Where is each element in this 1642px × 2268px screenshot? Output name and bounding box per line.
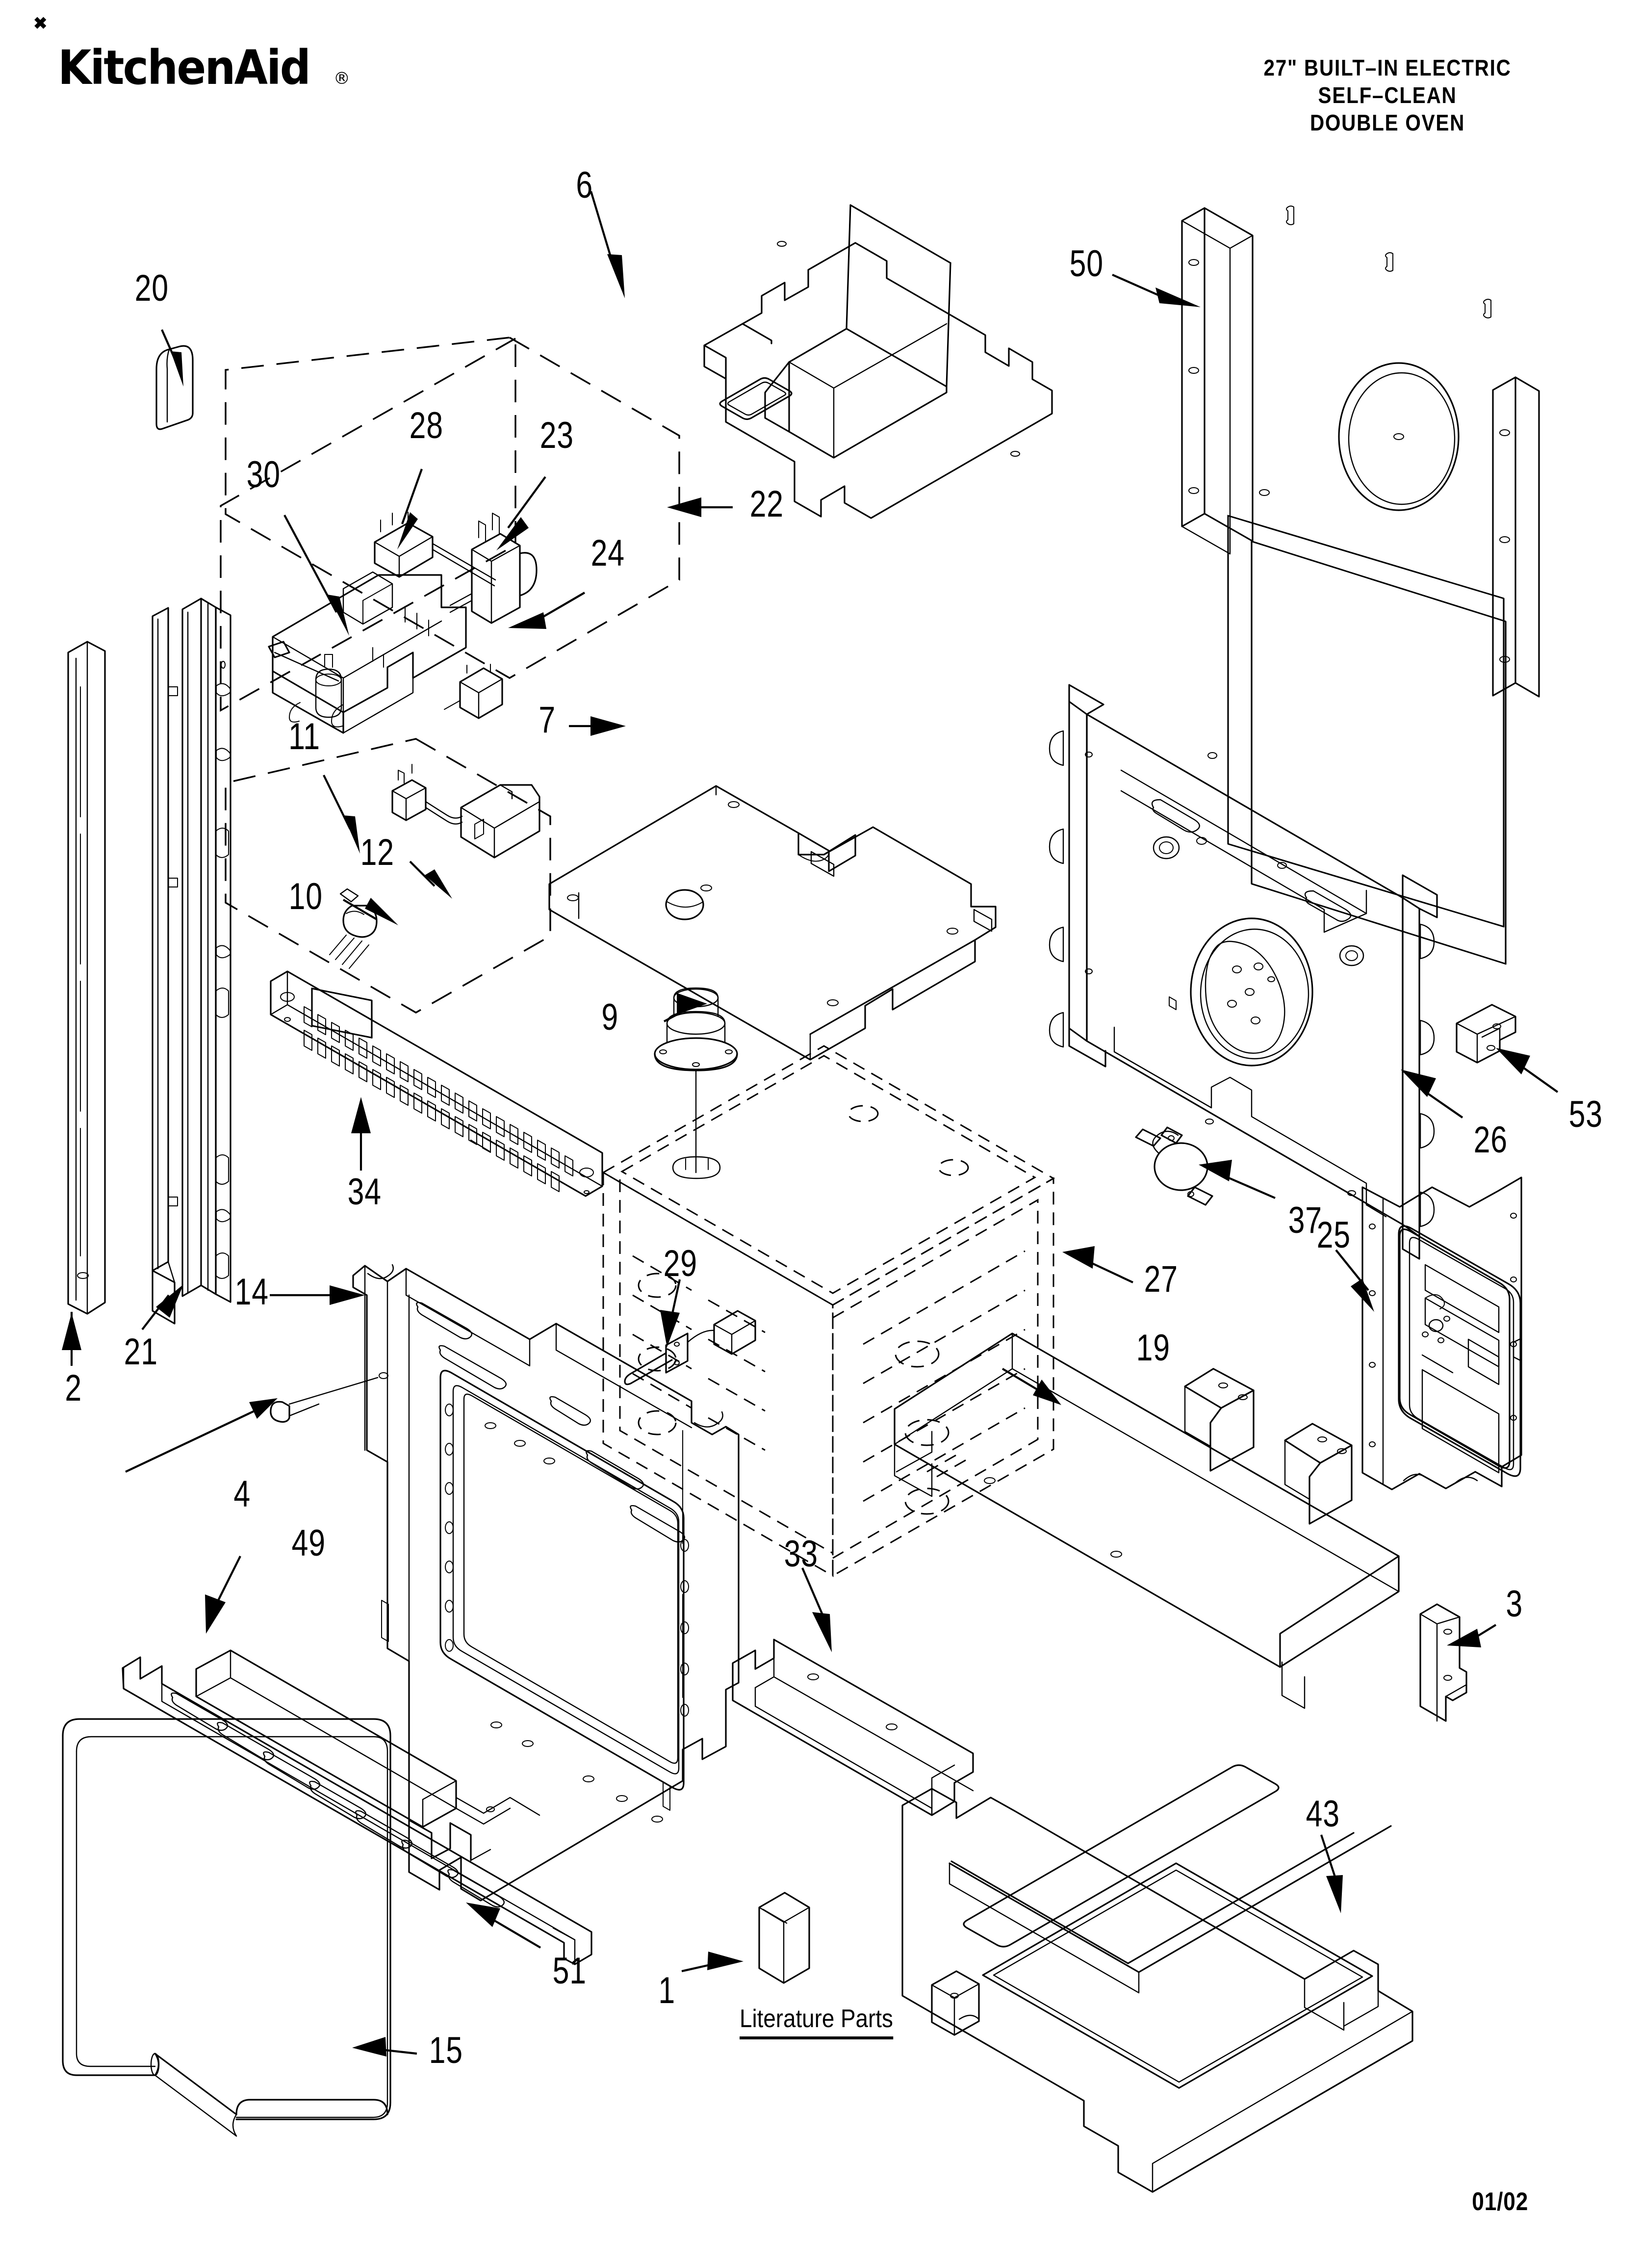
registered-trademark-icon: ®: [333, 69, 350, 88]
date-stamp: 01/02: [1472, 2188, 1528, 2216]
part-3-angle-bracket-small: [1419, 1603, 1467, 1722]
part-30-latch-motor-bracket: [268, 571, 467, 734]
callout-2: 2: [65, 1367, 82, 1409]
callout-30: 30: [246, 454, 281, 495]
callout-10: 10: [288, 876, 323, 917]
part-53-clip-bracket: [1456, 1004, 1516, 1064]
part-14-front-frame: [352, 1264, 740, 1902]
registration-mark: ✖: [33, 14, 48, 33]
callout-7: 7: [539, 699, 556, 741]
callout-37: 37: [1288, 1199, 1322, 1241]
part-23-thermostat-switch: [449, 513, 538, 624]
part-6-top-panel: [703, 204, 1053, 519]
callout-26: 26: [1473, 1119, 1508, 1161]
part-20-end-cap: [155, 345, 194, 430]
callout-3: 3: [1506, 1583, 1523, 1625]
title-line-3: DOUBLE OVEN: [1309, 110, 1465, 136]
part-26-rear-panel: [1049, 684, 1438, 1260]
callout-15: 15: [429, 2030, 463, 2071]
callout-27: 27: [1144, 1258, 1178, 1300]
callout-11: 11: [288, 716, 320, 757]
part-51-slotted-trim-rail: [122, 1656, 592, 1965]
part-21-side-rail-trim: [152, 598, 231, 1325]
callout-28: 28: [409, 405, 443, 446]
callout-33: 33: [784, 1533, 818, 1575]
group-22-control-switch-assembly-boundary: [220, 337, 680, 712]
callout-6: 6: [576, 164, 593, 206]
callout-9: 9: [601, 996, 618, 1038]
part-4-screw-pin: [270, 1372, 388, 1423]
part-10-wire-harness-clip: [311, 935, 373, 1039]
literature-parts-caption: Literature Parts: [740, 2004, 893, 2039]
brand-logo: KitchenAid ®: [58, 44, 350, 91]
callout-29: 29: [663, 1243, 697, 1284]
callout-24: 24: [590, 532, 625, 574]
callout-34: 34: [347, 1171, 382, 1213]
part-24-micro-switch: [444, 664, 503, 719]
callout-43: 43: [1306, 1793, 1340, 1835]
part-25-side-panel-right: [1361, 1176, 1522, 1490]
title-line-2: SELF–CLEAN: [1318, 82, 1457, 108]
part-49-filler-bar: [195, 1649, 540, 1828]
callout-20: 20: [134, 267, 169, 309]
callout-19: 19: [1136, 1327, 1170, 1369]
callout-leaders: [62, 191, 1559, 2057]
part-9-vent-tube-cap: [654, 987, 738, 1173]
callout-12: 12: [360, 832, 394, 873]
brand-logo-text: KitchenAid: [58, 40, 311, 95]
callout-23: 23: [539, 415, 574, 456]
title-line-1: 27" BUILT–IN ELECTRIC: [1263, 55, 1512, 80]
title-block: 27" BUILT–IN ELECTRIC SELF–CLEAN DOUBLE …: [1247, 54, 1528, 136]
callout-51: 51: [552, 1950, 587, 1992]
part-29-temperature-sensor-probe: [624, 1310, 756, 1385]
callout-49: 49: [291, 1522, 326, 1564]
callout-4: 4: [233, 1473, 251, 1515]
group-11-lamp-assembly-boundary: [225, 738, 551, 1014]
callout-22: 22: [749, 483, 784, 525]
callout-25: 25: [1316, 1214, 1351, 1256]
part-1-literature-booklet: [758, 1892, 810, 1984]
part-2-side-trim-strip-left: [67, 641, 106, 1315]
part-37-thermal-cut-off-switch: [1135, 1126, 1213, 1206]
callout-53: 53: [1568, 1094, 1603, 1135]
part-43-bottom-pan-frame: [901, 1764, 1413, 2193]
callout-14: 14: [234, 1271, 269, 1313]
part-15-door-gasket: [62, 1718, 391, 2137]
callout-1: 1: [658, 1970, 675, 2011]
part-50-rear-cover-panel: [1181, 206, 1540, 965]
part-33-support-channel-rail: [732, 1639, 974, 1816]
callout-50: 50: [1069, 243, 1103, 285]
part-19-shelf-panel: [894, 1332, 1400, 1709]
part-34-vent-grille-trim: [270, 970, 603, 1197]
part-7-component-mounting-plate: [548, 785, 997, 1061]
callout-21: 21: [124, 1331, 158, 1373]
part-11-lamp-socket: [391, 764, 540, 859]
part-12-oven-lamp-bulb: [339, 888, 378, 938]
